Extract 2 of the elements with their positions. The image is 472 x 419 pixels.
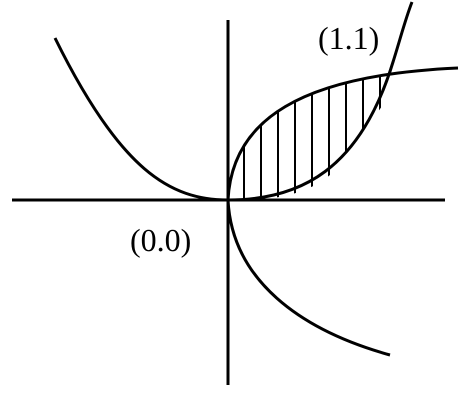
point-label: (0.0)	[130, 224, 192, 256]
point-label: (1.1)	[318, 22, 380, 54]
